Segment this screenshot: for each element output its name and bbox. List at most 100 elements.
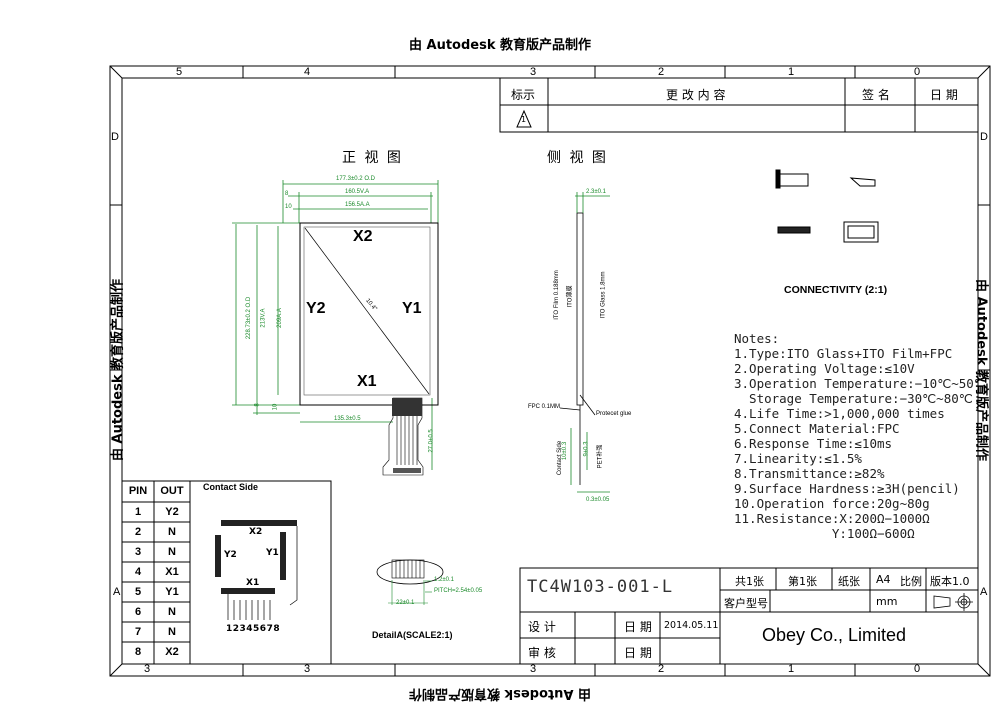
pin-header: PIN (128, 485, 148, 497)
contact-x2: X2 (249, 527, 263, 537)
note-5: 5.Connect Material:FPC (734, 421, 900, 436)
rev-col-mark: 标示 (511, 88, 536, 102)
pin-number: 7 (134, 626, 142, 638)
table-row: 4 X1 (122, 562, 190, 582)
label-fpc: FPC 0.1MM (528, 404, 561, 410)
notes-block: Notes: 1.Type:ITO Glass+ITO Film+FPC 2.O… (734, 331, 978, 541)
rev-col-sign: 签 名 (862, 88, 890, 102)
label-protect-glue: Protecet glue (596, 411, 632, 417)
contact-x1: X1 (246, 578, 260, 588)
dim-bottom-margin-2: 10 (272, 403, 279, 411)
note-3b: Storage Temperature:−30℃~80℃ (734, 391, 973, 406)
pin-number: 1 (134, 506, 142, 518)
zone-bottom-c: 3 (530, 663, 537, 675)
rev-col-date: 日 期 (930, 88, 958, 102)
zone-col-0: 0 (914, 66, 921, 78)
dim-aa-height: 209A.A (276, 308, 283, 328)
dim-side-b: 9±0.3 (583, 441, 590, 457)
note-8: 8.Transmittance:≥82% (734, 466, 885, 481)
note-10: 10.Operation force:20g~80g (734, 496, 930, 511)
date-label-2: 日 期 (624, 646, 652, 660)
pin-signal: Y1 (165, 586, 179, 598)
zone-bottom-f: 0 (914, 663, 921, 675)
detail-label: DetailA(SCALE2:1) (372, 630, 453, 640)
zone-row-a-left: A (113, 586, 121, 598)
label-ito-film: ITO Film 0.188mm (553, 270, 560, 320)
dim-left-margin-1: 8 (285, 191, 289, 197)
pin-signal: N (168, 626, 176, 638)
note-4: 4.Life Time:>1,000,000 times (734, 406, 945, 421)
pin-signal: Y2 (165, 506, 179, 518)
detail-dim-b: 22±0.1 (396, 600, 415, 606)
electrode-y1: Y1 (402, 300, 422, 317)
zone-row-a-right: A (980, 586, 988, 598)
front-view-title: 正 视 图 (342, 150, 403, 166)
dim-side-c: 0.3±0.05 (586, 497, 610, 503)
zone-bottom-e: 1 (788, 663, 795, 675)
unit: mm (876, 595, 898, 608)
ratio-label: 比例 (900, 575, 922, 588)
date-label: 日 期 (624, 620, 652, 634)
paper-label: 纸张 (838, 575, 860, 588)
pin-number: 3 (134, 546, 142, 558)
table-row: 8 X2 (122, 642, 190, 662)
pin-number: 2 (134, 526, 142, 538)
pin-number: 5 (134, 586, 142, 598)
pin-number: 4 (134, 566, 142, 578)
connectivity-label: CONNECTIVITY (2:1) (784, 284, 888, 296)
label-pet-stiffener: PET补强 (597, 444, 604, 469)
zone-col-4: 4 (304, 66, 311, 78)
electrode-x2: X2 (353, 228, 373, 245)
zone-col-3: 3 (530, 66, 537, 78)
date-value: 2014.05.11 (664, 620, 719, 631)
out-header: OUT (160, 485, 184, 497)
note-7: 7.Linearity:≤1.5% (734, 451, 862, 466)
note-11b: Y:100Ω−600Ω (734, 526, 915, 541)
zone-bottom-d: 2 (658, 663, 665, 675)
pin-signal: X1 (165, 566, 179, 578)
notes-title: Notes: (734, 331, 780, 346)
detail-dim-pitch: PITCH=2.54±0.05 (434, 588, 483, 594)
note-9: 9.Surface Hardness:≥3H(pencil) (734, 481, 960, 496)
pin-signal: N (168, 546, 176, 558)
pin-number: 6 (134, 606, 142, 618)
pin-signal: N (168, 526, 176, 538)
dim-va-width: 160.5V.A (345, 189, 370, 195)
rev-mark-1: 1 (521, 115, 527, 124)
dim-od-width: 177.3±0.2 O.D (336, 176, 375, 182)
zone-col-5: 5 (176, 66, 183, 78)
label-ito-film-cn: ITO薄膜 (567, 285, 574, 308)
dim-bottom-margin-1: 8 (254, 403, 261, 407)
pin-number: 8 (134, 646, 142, 658)
zone-bottom-a: 3 (144, 663, 151, 675)
dim-od-height: 228.73±0.2 O.D (246, 296, 253, 340)
version: 版本1.0 (930, 575, 970, 588)
dim-aa-width: 156.5A.A (345, 202, 370, 208)
side-view-title: 侧 视 图 (547, 150, 608, 166)
zone-row-d-right: D (980, 131, 988, 143)
pin-signal: X2 (165, 646, 179, 658)
contact-y2: Y2 (224, 550, 237, 560)
dim-va-height: 213V.A (260, 308, 267, 328)
zone-bottom-b: 3 (304, 663, 311, 675)
review-label: 审 核 (528, 646, 556, 660)
note-6: 6.Response Time:≤10ms (734, 436, 893, 451)
electrode-x1: X1 (357, 373, 377, 390)
dim-thickness: 2.3±0.1 (586, 189, 606, 195)
pin-signal: N (168, 606, 176, 618)
rev-col-content: 更 改 内 容 (666, 88, 726, 102)
dim-left-margin-2: 10 (285, 204, 292, 210)
detail-dim-a: 1.2±0.1 (434, 577, 454, 583)
note-11: 11.Resistance:X:200Ω−1000Ω (734, 511, 930, 526)
contact-side-title: Contact Side (203, 482, 259, 492)
zone-row-d-left: D (111, 131, 119, 143)
note-2: 2.Operating Voltage:≤10V (734, 361, 915, 376)
design-label: 设 计 (528, 620, 556, 634)
total-sheets: 共1张 (735, 575, 764, 588)
contact-y1: Y1 (266, 548, 279, 558)
